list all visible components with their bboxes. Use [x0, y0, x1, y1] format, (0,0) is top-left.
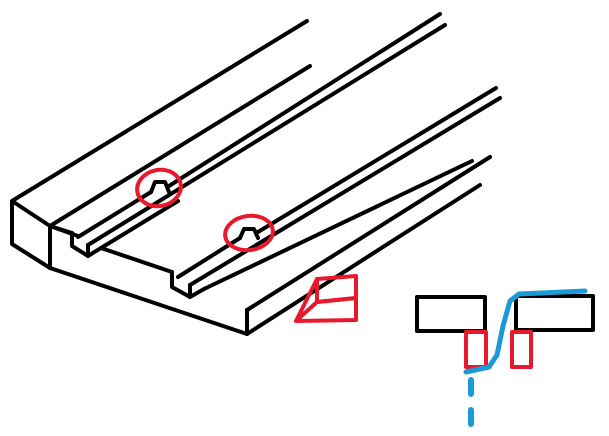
groove2-end-profile — [170, 270, 192, 299]
section-block-left — [415, 295, 487, 333]
plate-near-top-long-edge — [245, 155, 492, 312]
groove-notch-callout-1 — [135, 167, 183, 209]
groove1-notch-step — [149, 180, 171, 194]
groove1-floor-edge — [86, 23, 447, 247]
groove2-end-profile-outer — [99, 246, 174, 274]
groove2-notch-step — [238, 227, 260, 240]
tenon-box-front-face — [294, 296, 358, 323]
tenon-box-left-edge — [294, 277, 319, 323]
section-block-right — [514, 294, 595, 332]
section-blue-path — [463, 288, 588, 375]
groove2-end-profile-floor — [188, 287, 206, 299]
isometric-plate — [10, 12, 502, 336]
plate-top-rear-edge — [10, 19, 309, 203]
groove1-end-profile-outer — [48, 224, 74, 235]
groove2-near-wall-upper — [256, 86, 498, 234]
section-tab-left — [464, 330, 488, 369]
plate-left-end-face — [10, 199, 52, 270]
plate-land1-top-inner-edge — [48, 64, 312, 228]
groove2-floor-edge — [188, 96, 502, 287]
plate-land2-top-edge — [99, 199, 180, 250]
groove1-end-profile-floor — [86, 246, 103, 258]
groove-notch-callout-2 — [223, 213, 275, 253]
groove1-end-profile — [70, 231, 90, 258]
cross-section-detail — [415, 288, 595, 436]
plate-top-front-edge — [48, 266, 249, 336]
plate-land3-top-edge — [202, 159, 474, 291]
red-tenon-box — [294, 274, 358, 323]
groove1-near-wall-upper — [167, 12, 442, 188]
section-tab-right — [510, 330, 533, 369]
plate-near-bottom-long-edge — [245, 183, 482, 336]
